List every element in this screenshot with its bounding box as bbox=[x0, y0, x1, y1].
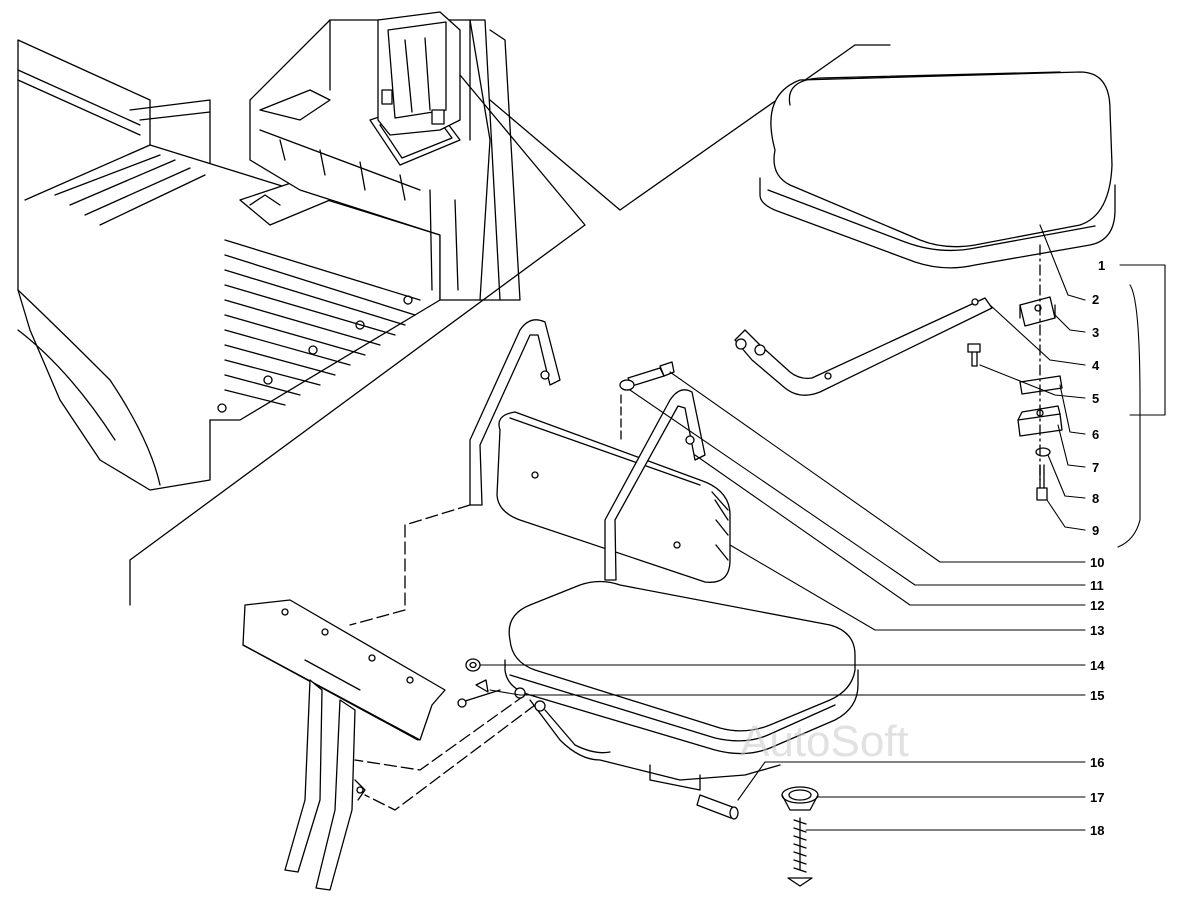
callout-7: 7 bbox=[1092, 460, 1099, 475]
callout-13: 13 bbox=[1090, 623, 1104, 638]
callout-labels: 1 2 3 4 5 6 7 8 9 10 11 12 13 14 15 16 1… bbox=[1090, 258, 1105, 838]
seat-cushion-lower bbox=[504, 580, 859, 791]
callout-9: 9 bbox=[1092, 523, 1099, 538]
watermark-text: AutoSoft bbox=[740, 717, 909, 766]
seat-frame-bar bbox=[734, 297, 993, 396]
cab-interior-view bbox=[17, 11, 891, 606]
seat-backrest-assembly bbox=[469, 319, 731, 583]
callout-2: 2 bbox=[1092, 292, 1099, 307]
leader-lines bbox=[479, 224, 1166, 831]
callout-15: 15 bbox=[1090, 688, 1104, 703]
seat-mounting-stand bbox=[242, 504, 536, 891]
callout-5: 5 bbox=[1092, 391, 1099, 406]
callout-18: 18 bbox=[1090, 823, 1104, 838]
mounting-hardware bbox=[967, 244, 1063, 501]
callout-4: 4 bbox=[1092, 358, 1100, 373]
callout-1: 1 bbox=[1098, 258, 1105, 273]
callout-16: 16 bbox=[1090, 755, 1104, 770]
callout-10: 10 bbox=[1090, 555, 1104, 570]
callout-8: 8 bbox=[1092, 491, 1099, 506]
callout-14: 14 bbox=[1090, 658, 1105, 673]
callout-3: 3 bbox=[1092, 325, 1099, 340]
callout-6: 6 bbox=[1092, 427, 1099, 442]
callout-17: 17 bbox=[1090, 790, 1104, 805]
seat-cushion-upper bbox=[759, 71, 1116, 269]
fasteners-lower bbox=[457, 658, 819, 887]
callout-12: 12 bbox=[1090, 598, 1104, 613]
callout-11: 11 bbox=[1090, 578, 1104, 593]
